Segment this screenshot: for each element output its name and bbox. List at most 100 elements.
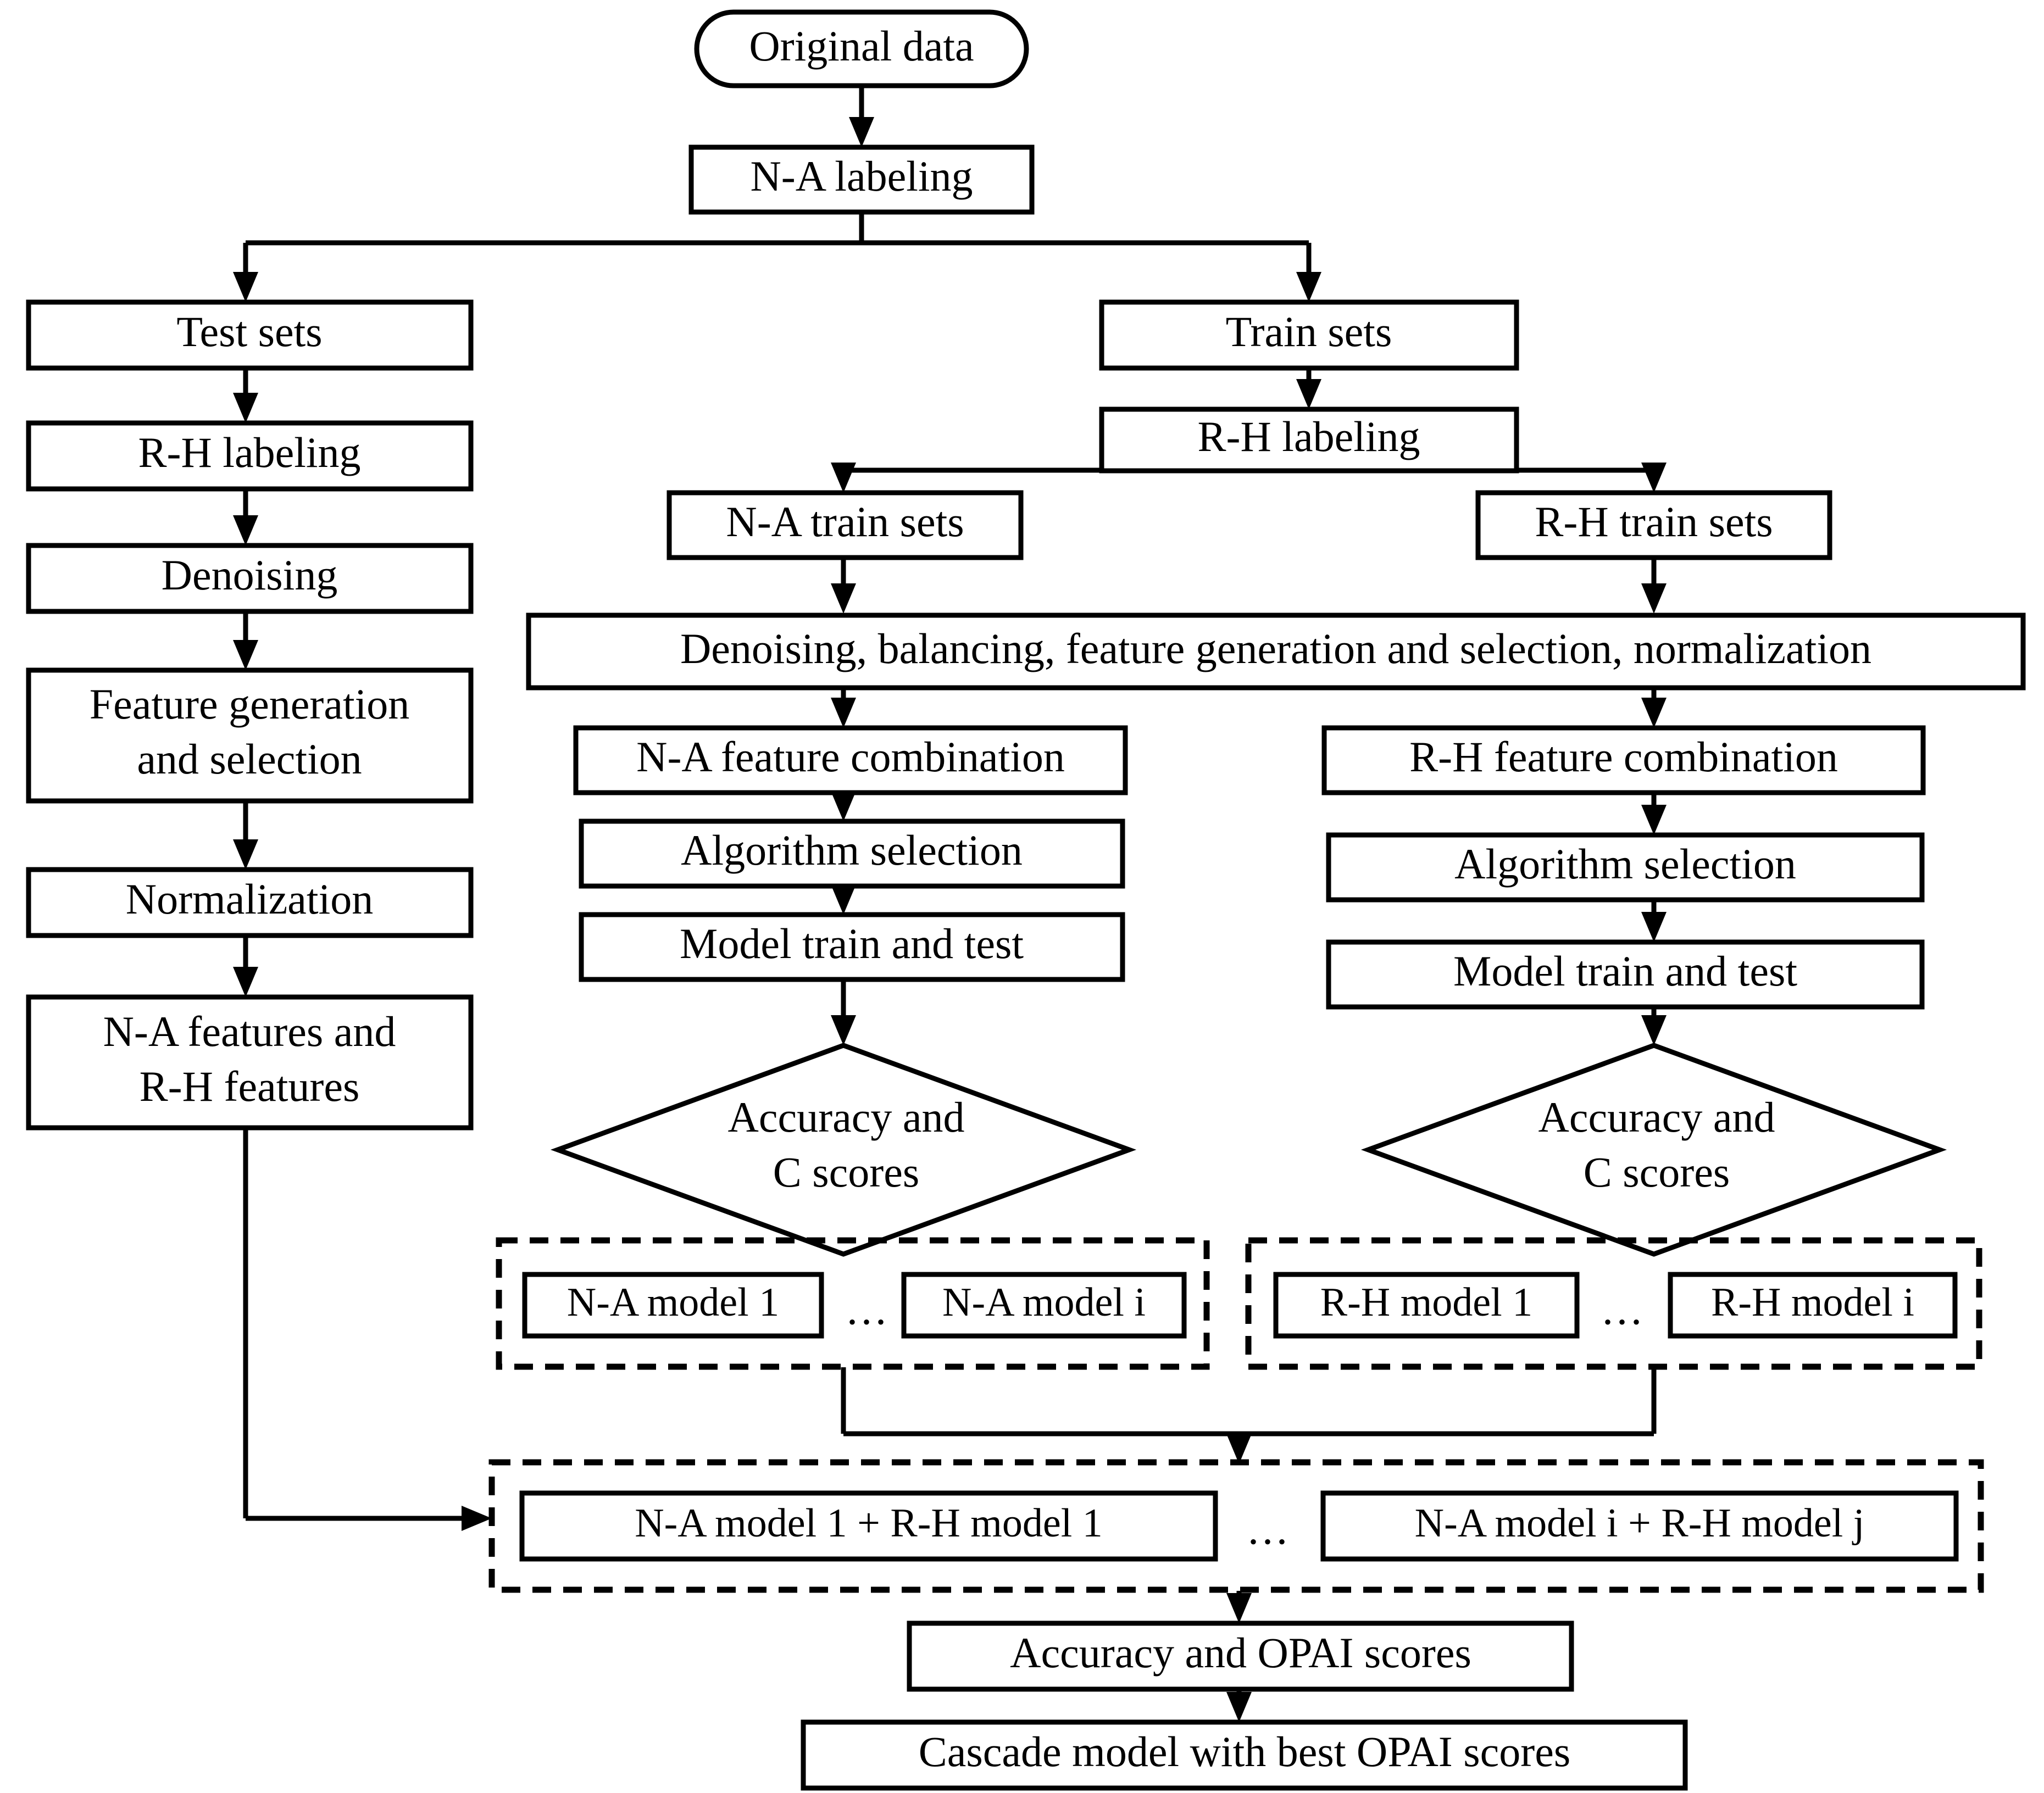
group-na-models: N-A model 1 ... N-A model i xyxy=(496,1237,1210,1370)
na-models-ellipsis: ... xyxy=(847,1285,890,1334)
rh-algorithm-selection-label: Algorithm selection xyxy=(1454,840,1796,888)
rh-algorithm-selection-shape xyxy=(1326,832,1925,903)
node-na-labeling[interactable]: N-A labeling xyxy=(688,144,1035,215)
cascade-dashed-container xyxy=(488,1459,1984,1593)
original-data-shape xyxy=(694,9,1029,88)
node-test-normalization[interactable]: Normalization xyxy=(26,867,474,938)
node-na-accuracy-c-scores[interactable]: Accuracy and C scores xyxy=(550,1043,1137,1257)
accuracy-opai-shape xyxy=(907,1621,1574,1692)
node-rh-train-sets[interactable]: R-H train sets xyxy=(1475,490,1832,560)
na-model-train-test-label: Model train and test xyxy=(680,920,1024,967)
cascade-ij-label: N-A model i + R-H model j xyxy=(1415,1501,1865,1546)
na-accuracy-label-line1: Accuracy and xyxy=(728,1093,965,1141)
test-features-label-line1: N-A features and xyxy=(103,1007,396,1055)
node-test-sets[interactable]: Test sets xyxy=(26,299,474,371)
node-test-features-output[interactable]: N-A features and R-H features xyxy=(26,994,474,1131)
node-na-feature-combination[interactable]: N-A feature combination xyxy=(573,725,1128,795)
train-rh-labeling-shape xyxy=(1099,407,1519,474)
cascade-1-label: N-A model 1 + R-H model 1 xyxy=(635,1501,1103,1546)
preprocess-label: Denoising, balancing, feature generation… xyxy=(680,625,1871,672)
rh-model-train-test-shape xyxy=(1326,939,1925,1010)
arrowhead-rhmtt-to-rhdiamond xyxy=(1641,1015,1667,1045)
group-cascade-models: N-A model 1 + R-H model 1 ... N-A model … xyxy=(488,1459,1984,1593)
node-cascade-ij[interactable]: N-A model i + R-H model j xyxy=(1320,1490,1959,1562)
rh-model-i-label: R-H model i xyxy=(1711,1280,1914,1325)
node-original-data[interactable]: Original data xyxy=(694,9,1029,88)
node-rh-model-i[interactable]: R-H model i xyxy=(1668,1272,1958,1339)
test-normalization-shape xyxy=(26,867,474,938)
test-normalization-label: Normalization xyxy=(126,875,374,923)
na-model-i-shape xyxy=(901,1272,1187,1339)
na-model-train-test-shape xyxy=(579,912,1125,982)
best-cascade-shape xyxy=(801,1719,1688,1791)
node-rh-model-train-test[interactable]: Model train and test xyxy=(1326,939,1925,1010)
rh-accuracy-label-line2: C scores xyxy=(1584,1148,1730,1196)
na-train-sets-shape xyxy=(666,490,1024,560)
na-accuracy-diamond-shape xyxy=(550,1043,1137,1257)
node-best-cascade-model[interactable]: Cascade model with best OPAI scores xyxy=(801,1719,1688,1791)
cascade-1-shape xyxy=(519,1490,1218,1562)
train-sets-label: Train sets xyxy=(1226,308,1392,355)
group-rh-models: R-H model 1 ... R-H model i xyxy=(1245,1237,1982,1370)
node-test-rh-labeling[interactable]: R-H labeling xyxy=(26,420,474,492)
rh-feature-combination-label: R-H feature combination xyxy=(1409,733,1838,781)
test-feature-label-line1: Feature generation xyxy=(90,680,410,728)
na-models-dashed-container xyxy=(496,1237,1210,1370)
rh-accuracy-diamond-shape xyxy=(1360,1043,1947,1257)
rh-train-sets-label: R-H train sets xyxy=(1535,498,1773,545)
na-labeling-shape xyxy=(688,144,1035,215)
rh-feature-combination-shape xyxy=(1321,725,1926,795)
rh-model-i-shape xyxy=(1668,1272,1958,1339)
node-na-train-sets[interactable]: N-A train sets xyxy=(666,490,1024,560)
arrowhead-opai-to-best xyxy=(1226,1692,1252,1722)
node-test-feature-generation[interactable]: Feature generation and selection xyxy=(26,667,474,804)
node-na-algorithm-selection[interactable]: Algorithm selection xyxy=(579,818,1125,889)
best-cascade-label: Cascade model with best OPAI scores xyxy=(919,1728,1570,1775)
arrowhead-to-test-sets xyxy=(233,272,258,302)
arrowhead-namtt-to-nadiamond xyxy=(831,1015,856,1045)
rh-model-1-label: R-H model 1 xyxy=(1320,1280,1532,1325)
arrowhead-original-to-nalabeling xyxy=(849,117,874,147)
arrowhead-to-na-train-sets xyxy=(831,463,856,493)
arrowhead-natrain-to-preprocess xyxy=(831,583,856,614)
node-train-rh-labeling[interactable]: R-H labeling xyxy=(1099,407,1519,474)
node-na-model-1[interactable]: N-A model 1 xyxy=(522,1272,824,1339)
train-sets-shape xyxy=(1099,299,1519,371)
arrowhead-merge-to-cascade xyxy=(1226,1434,1252,1464)
na-feature-combination-shape xyxy=(573,725,1128,795)
node-na-model-i[interactable]: N-A model i xyxy=(901,1272,1187,1339)
node-cascade-1[interactable]: N-A model 1 + R-H model 1 xyxy=(519,1490,1218,1562)
na-algorithm-selection-label: Algorithm selection xyxy=(681,826,1023,874)
arrowhead-normalization-to-features xyxy=(233,967,258,997)
rh-train-sets-shape xyxy=(1475,490,1832,560)
rh-model-train-test-label: Model train and test xyxy=(1453,947,1797,995)
node-accuracy-opai-scores[interactable]: Accuracy and OPAI scores xyxy=(907,1621,1574,1692)
cascade-ij-shape xyxy=(1320,1490,1959,1562)
accuracy-opai-label: Accuracy and OPAI scores xyxy=(1010,1629,1471,1677)
original-data-label: Original data xyxy=(749,22,974,70)
na-model-i-label: N-A model i xyxy=(942,1280,1146,1325)
cascade-ellipsis: ... xyxy=(1248,1505,1291,1553)
test-rh-labeling-label: R-H labeling xyxy=(138,428,360,476)
arrowhead-feature-to-normalization xyxy=(233,839,258,870)
node-preprocess[interactable]: Denoising, balancing, feature generation… xyxy=(526,612,2026,691)
test-rh-labeling-shape xyxy=(26,420,474,492)
node-train-sets[interactable]: Train sets xyxy=(1099,299,1519,371)
node-rh-algorithm-selection[interactable]: Algorithm selection xyxy=(1326,832,1925,903)
node-na-model-train-test[interactable]: Model train and test xyxy=(579,912,1125,982)
arrowhead-denoising-to-feature xyxy=(233,640,258,670)
node-test-denoising[interactable]: Denoising xyxy=(26,543,474,614)
node-rh-feature-combination[interactable]: R-H feature combination xyxy=(1321,725,1926,795)
na-model-1-shape xyxy=(522,1272,824,1339)
node-rh-model-1[interactable]: R-H model 1 xyxy=(1273,1272,1580,1339)
arrowhead-to-rh-train-sets xyxy=(1641,463,1667,493)
arrowhead-naalg-to-namtt xyxy=(831,884,856,915)
arrowhead-nafc-to-naalg xyxy=(831,791,856,821)
test-sets-label: Test sets xyxy=(176,308,322,355)
arrowhead-preprocess-to-rhfc xyxy=(1641,698,1667,728)
arrowhead-preprocess-to-nafc xyxy=(831,698,856,728)
node-rh-accuracy-c-scores[interactable]: Accuracy and C scores xyxy=(1360,1043,1947,1257)
rh-accuracy-label-line1: Accuracy and xyxy=(1538,1093,1775,1141)
